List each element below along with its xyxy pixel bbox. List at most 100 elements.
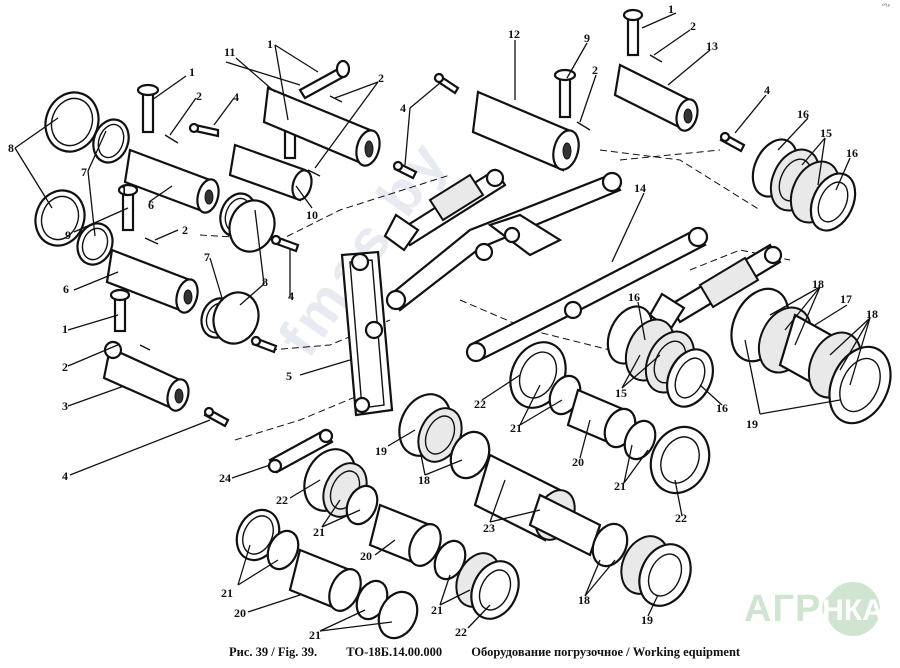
- callout-10: 10: [306, 208, 318, 222]
- corner-mark: º'¹ᵉ: [882, 4, 890, 10]
- callout-16: 16: [716, 401, 728, 415]
- ring-8-lower: [34, 189, 86, 247]
- callout-11: 11: [224, 45, 235, 59]
- callout-7: 7: [81, 165, 87, 179]
- ring-21-bottom-b: [377, 590, 419, 640]
- callout-13: 13: [706, 39, 718, 53]
- bearing-stack-upper-right: [751, 138, 857, 232]
- bearing-stack-17: [730, 287, 892, 425]
- ring-7-upper: [92, 118, 130, 164]
- callout-15: 15: [820, 126, 832, 140]
- ring-18-right: [591, 522, 629, 568]
- callout-4: 4: [288, 289, 294, 303]
- bushing-6-lower: [105, 248, 199, 314]
- bearing-22-bottom: [455, 552, 520, 620]
- callout-21: 21: [309, 628, 321, 642]
- callout-18: 18: [866, 307, 878, 321]
- callout-1: 1: [121, 183, 127, 197]
- pin-9-a: [553, 68, 577, 119]
- callout-2: 2: [690, 19, 696, 33]
- callout-18: 18: [812, 277, 824, 291]
- bushing-3: [102, 340, 190, 412]
- callout-16: 16: [628, 290, 640, 304]
- pin-1-d: [622, 8, 644, 57]
- bushing-12: [471, 90, 580, 172]
- bearing-19-bottom: [620, 535, 692, 607]
- callout-8: 8: [262, 275, 268, 289]
- callout-24: 24: [219, 471, 231, 485]
- cotter-pins-2: [139, 54, 663, 351]
- pin-1-c: [109, 288, 131, 333]
- callout-22: 22: [276, 493, 288, 507]
- ring-21-far-left-b: [266, 529, 300, 571]
- grease-fitting-4-f: [203, 406, 230, 428]
- boom-arm-14: [385, 171, 709, 363]
- callout-6: 6: [148, 198, 154, 212]
- callout-15: 15: [615, 386, 627, 400]
- bearing-stack-middle: [606, 305, 714, 408]
- bearing-22-right: [649, 425, 711, 495]
- callout-21: 21: [313, 525, 325, 539]
- callout-1: 1: [668, 2, 674, 16]
- callout-18: 18: [578, 593, 590, 607]
- figure-title: Оборудование погрузочное / Working equip…: [471, 645, 741, 659]
- callout-14: 14: [634, 181, 646, 195]
- bearing-19-left: [398, 393, 463, 463]
- callout-20: 20: [360, 549, 372, 563]
- hydraulic-cylinder-upper: [383, 168, 507, 252]
- callout-2: 2: [182, 223, 188, 237]
- callout-4: 4: [233, 90, 239, 104]
- callout-4: 4: [400, 101, 406, 115]
- callout-19: 19: [375, 444, 387, 458]
- callout-6: 6: [63, 282, 69, 296]
- bushing-13: [613, 63, 699, 132]
- grease-fitting-4-a: [188, 122, 220, 138]
- callout-23: 23: [483, 521, 495, 535]
- callout-2: 2: [196, 89, 202, 103]
- callout-22: 22: [474, 397, 486, 411]
- callout-17: 17: [840, 292, 852, 306]
- callout-4: 4: [62, 469, 68, 483]
- bushing-11: [262, 86, 381, 167]
- callout-2: 2: [592, 63, 598, 77]
- bushing-10: [228, 143, 313, 202]
- callout-7: 7: [204, 250, 210, 264]
- figure-number: Рис. 39 / Fig. 39.: [229, 645, 318, 659]
- callout-19: 19: [641, 613, 653, 627]
- bushing-20-far-left: [288, 548, 362, 612]
- callout-12: 12: [508, 27, 520, 41]
- callout-1: 1: [189, 65, 195, 79]
- grease-fitting-4-b: [433, 72, 460, 95]
- callout-3: 3: [62, 399, 68, 413]
- logo-circle-icon: НКА: [822, 582, 884, 636]
- grease-fitting-4-g: [719, 131, 746, 153]
- pin-1-b: [117, 183, 139, 232]
- callout-21: 21: [221, 586, 233, 600]
- grease-fitting-4-e: [250, 335, 278, 354]
- callout-22: 22: [455, 625, 467, 639]
- document-code: ТО-18Б.14.00.000: [346, 645, 443, 659]
- bushing-20-mid: [566, 388, 637, 449]
- callout-16: 16: [846, 146, 858, 160]
- callout-4: 4: [764, 83, 770, 97]
- callout-19: 19: [746, 417, 758, 431]
- callout-18: 18: [418, 473, 430, 487]
- ring-7-lower: [76, 222, 114, 266]
- bearing-22-lower-left: [303, 448, 368, 518]
- ring-8-upper: [44, 91, 100, 153]
- callout-22: 22: [675, 511, 687, 525]
- callout-8: 8: [8, 141, 14, 155]
- callout-2: 2: [62, 360, 68, 374]
- bushing-20-lower: [368, 503, 442, 567]
- pin-1-f: [298, 59, 351, 100]
- callout-1: 1: [62, 322, 68, 336]
- link-5: [340, 250, 394, 417]
- callout-20: 20: [572, 455, 584, 469]
- logo-text-right: НКА: [822, 594, 884, 627]
- grease-fitting-4-c: [392, 160, 418, 180]
- ring-21-lower-a: [345, 484, 379, 526]
- callout-21: 21: [614, 479, 626, 493]
- leader-lines: [14, 12, 871, 632]
- figure-caption: Рис. 39 / Fig. 39. ТО-18Б.14.00.000 Обор…: [229, 645, 766, 660]
